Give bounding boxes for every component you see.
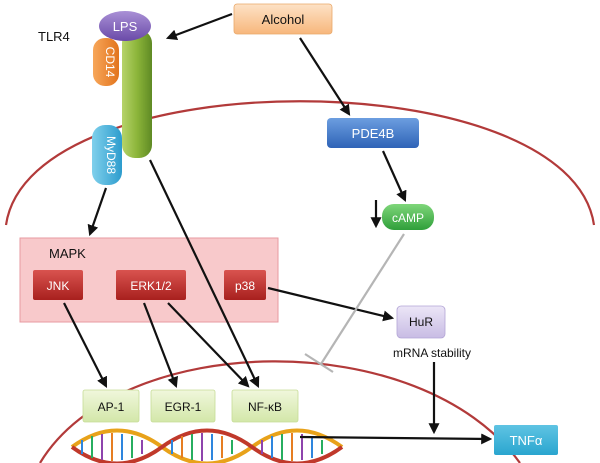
lps-molecule: [99, 11, 151, 41]
tnfa-label: TNFα: [510, 433, 543, 448]
p38-box: [224, 270, 266, 300]
pde4b-label: PDE4B: [352, 126, 395, 141]
alcohol-box: [233, 3, 333, 35]
nfkb-box: [231, 389, 299, 423]
arrows: [63, 12, 493, 445]
egr1-box: [150, 389, 216, 423]
arrow-tlr4-to-nfkb: [149, 159, 260, 388]
arrow-dna-to-tnfa: [299, 433, 493, 445]
arrow-p38-to-hur: [267, 286, 395, 322]
tlr4-receptor: [122, 30, 152, 158]
myd88-protein: [92, 125, 122, 185]
erk-label: ERK1/2: [130, 279, 172, 293]
p38-label: p38: [235, 279, 255, 293]
nfkb-label: NF-κB: [248, 400, 282, 414]
ap1-label: AP-1: [98, 400, 125, 414]
mrna-stability-label: mRNA stability: [393, 346, 471, 360]
ap1-box: [82, 389, 140, 423]
arrow-jnk-to-ap1: [63, 302, 107, 388]
arrow-alcohol-to-lps: [165, 12, 233, 41]
mapk-label: MAPK: [49, 246, 86, 261]
erk-box: [116, 270, 186, 300]
arrow-pde4b-to-camp: [381, 150, 407, 203]
camp-label: cAMP: [392, 211, 424, 225]
tlr4-label: TLR4: [38, 29, 70, 44]
arrow-erk-to-nfkb: [167, 302, 250, 388]
cd14-label: CD14: [103, 47, 117, 78]
arrow-erk-to-egr1: [142, 302, 178, 389]
dna-helix: [70, 428, 344, 463]
jnk-label: JNK: [47, 279, 70, 293]
hur-box: [396, 305, 446, 339]
myd88-label: MyD88: [104, 136, 118, 174]
alcohol-label: Alcohol: [262, 12, 305, 27]
egr1-label: EGR-1: [165, 400, 202, 414]
inhibition-camp-to-mrna: [304, 233, 405, 373]
arrow-myd88-to-mapk: [87, 187, 108, 237]
cell-membrane: [4, 100, 596, 226]
hur-label: HuR: [409, 315, 433, 329]
lps-label: LPS: [113, 19, 138, 34]
camp-box: [382, 204, 434, 230]
tnfa-box: [494, 425, 558, 455]
arrow-alcohol-to-pde4b: [299, 37, 351, 116]
pde4b-box: [327, 118, 419, 148]
jnk-box: [33, 270, 83, 300]
cd14-protein: [93, 38, 119, 86]
